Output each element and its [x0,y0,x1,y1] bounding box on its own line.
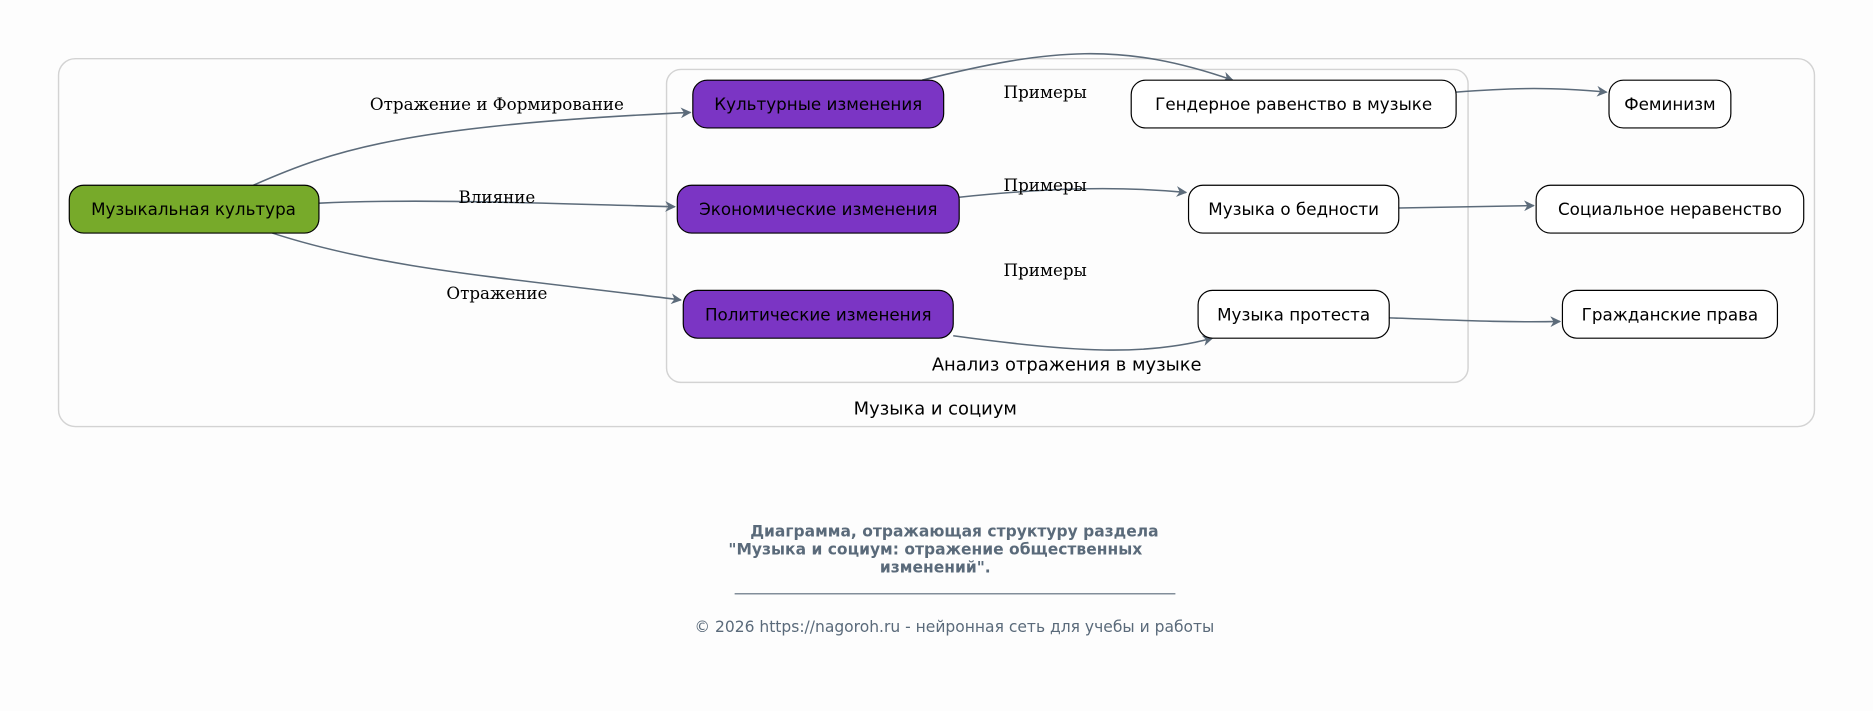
edge-protest-civil-rights [1389,316,1562,328]
caption-line: "Музыка и социум: отражение общественных [728,540,1142,558]
node-gender-equality[interactable]: Гендерное равенство в музыке [1130,79,1457,129]
caption-line: изменений". [880,558,991,576]
edge-label-reflection-formation: Отражение и Формирование [370,94,624,114]
node-music-culture[interactable]: Музыкальная культура [68,184,320,234]
node-protest-music[interactable]: Музыка протеста [1197,289,1390,339]
edge-label-examples: Примеры [1004,175,1087,195]
edge-political-protest [953,335,1214,351]
caption: Диаграмма, отражающая структуру раздела … [728,522,1158,576]
caption-line: Диаграмма, отражающая структуру раздела [750,522,1158,540]
edge-label-examples: Примеры [1004,82,1087,102]
node-label: Политические изменения [705,304,932,324]
node-cultural-changes[interactable]: Культурные изменения [692,79,945,129]
copyright-text: © 2026 https://nagoroh.ru - нейронная се… [695,618,1215,636]
node-label: Музыка о бедности [1208,199,1379,219]
node-feminism[interactable]: Феминизм [1608,79,1732,129]
node-social-inequality[interactable]: Социальное неравенство [1535,184,1805,234]
node-label: Гражданские права [1582,304,1759,324]
node-label: Социальное неравенство [1558,199,1782,219]
edge-poverty-inequality [1398,200,1535,212]
edge-gender-feminism [1456,85,1608,97]
node-label: Музыкальная культура [91,199,296,219]
edge-label-examples: Примеры [1004,260,1087,280]
edge-label-influence: Влияние [459,187,536,207]
node-label: Феминизм [1624,94,1715,114]
node-civil-rights[interactable]: Гражданские права [1561,289,1779,339]
node-music-poverty[interactable]: Музыка о бедности [1187,184,1400,234]
node-political-changes[interactable]: Политические изменения [682,289,954,339]
node-label: Гендерное равенство в музыке [1155,94,1432,114]
node-label: Культурные изменения [714,94,922,114]
cluster-analysis-label: Анализ отражения в музыке [932,354,1202,375]
cluster-music-society-label: Музыка и социум [854,399,1017,420]
edge-culture-economic [318,200,676,212]
cluster-music-society [57,57,1816,428]
edge-economic-poverty [959,186,1188,198]
edge-cultural-gender [921,52,1234,83]
node-label: Музыка протеста [1217,304,1370,324]
edge-label-reflection: Отражение [446,283,547,303]
node-label: Экономические изменения [699,199,937,219]
cluster-analysis [665,68,1469,384]
node-economic-changes[interactable]: Экономические изменения [676,184,960,234]
edge-culture-cultural [252,107,692,186]
edge-culture-political [272,232,682,305]
